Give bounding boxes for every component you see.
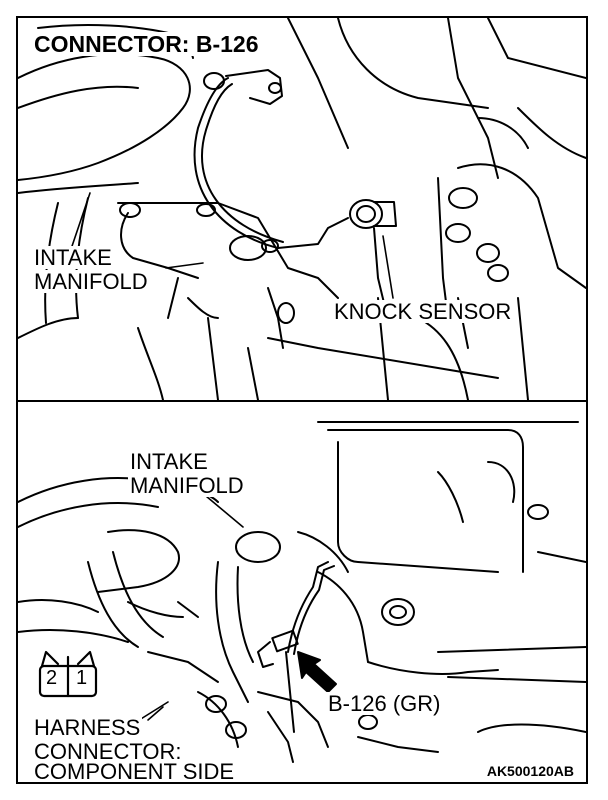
intake-manifold-label-bottom-line1: INTAKE [128,449,210,474]
harness-label-line2: CONNECTOR: [32,739,184,764]
intake-manifold-label-top-line1: INTAKE [32,245,114,270]
connector-pin-2: 2 [46,667,58,689]
connector-harness-bottom [257,561,335,733]
intake-manifold-label-bottom-line2: MANIFOLD [128,473,246,498]
top-panel-knock-sensor-view: CONNECTOR: B-126 INTAKE MANIFOLD KNOCK S… [18,18,586,400]
sensor-harness-wire [193,69,284,253]
knock-sensor-label: KNOCK SENSOR [332,299,514,324]
knock-sensor-shape [277,199,397,304]
harness-connector-face [38,650,98,698]
left-hoses [18,477,219,683]
intake-manifold-label-top-line2: MANIFOLD [32,269,150,294]
bottom-panel-connector-view: INTAKE MANIFOLD 2 1 B-126 (GR) HARNESS C… [18,402,586,782]
panel-divider [18,400,586,402]
diagram-title: CONNECTOR: B-126 [30,32,263,56]
central-assembly [197,531,586,763]
connector-id-label: B-126 (GR) [326,691,443,716]
manifold-housing [317,421,586,573]
connector-pin-1: 1 [76,667,88,689]
harness-label-line1: HARNESS [32,715,143,740]
harness-label-line3: COMPONENT SIDE [32,759,237,782]
figure-code: AK500120AB [484,763,576,779]
diagram-frame: CONNECTOR: B-126 INTAKE MANIFOLD KNOCK S… [16,16,588,784]
engine-block-upper [287,18,586,319]
engine-line-art-top [18,18,586,400]
mount-bracket [117,202,499,400]
connector-arrow [297,651,337,693]
